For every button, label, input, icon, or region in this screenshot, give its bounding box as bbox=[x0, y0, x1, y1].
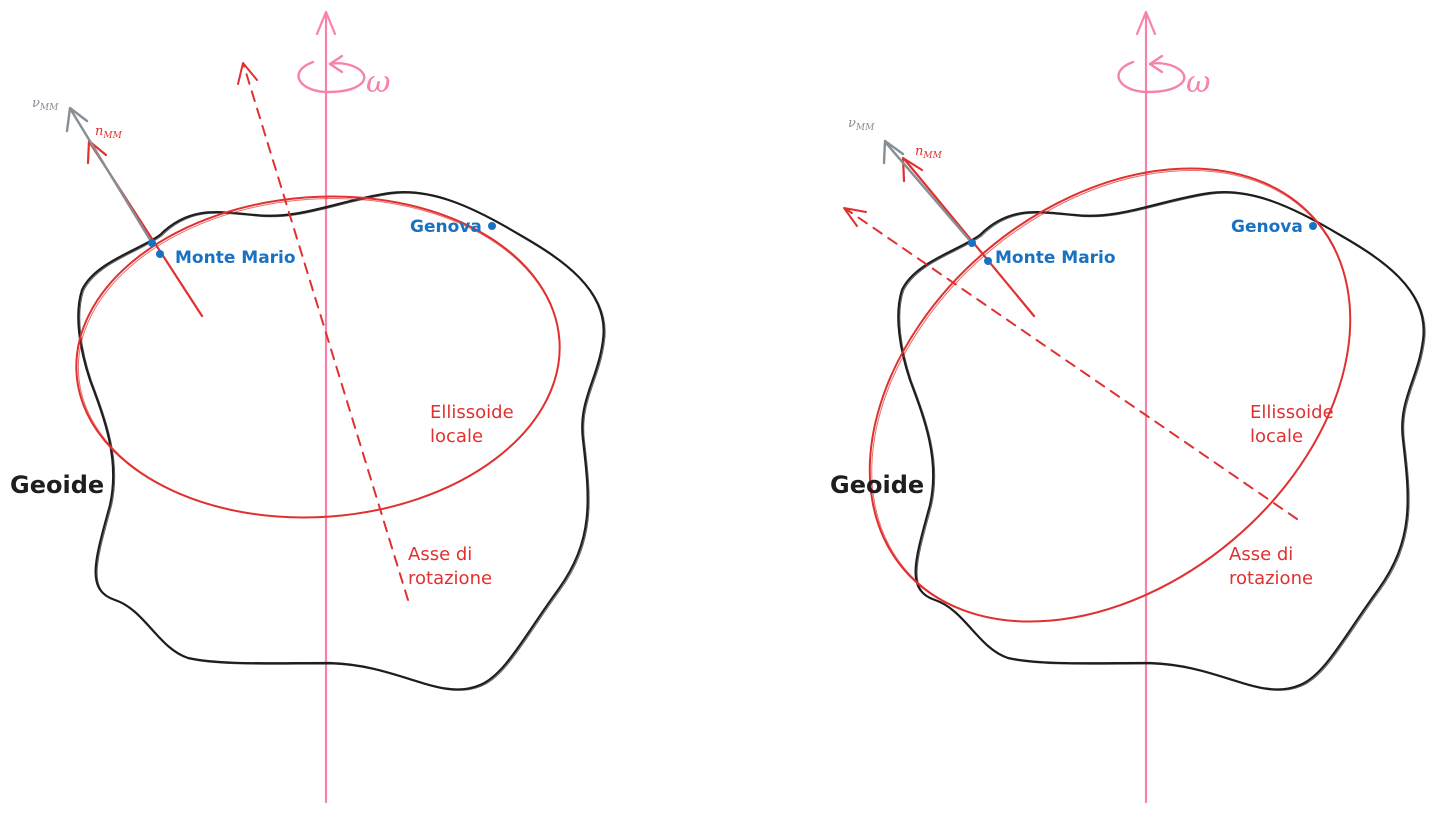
vertical-nu-mm-arrow bbox=[884, 141, 974, 245]
n-mm-label: nMM bbox=[95, 124, 123, 141]
geoid-label: Geoide bbox=[10, 471, 104, 499]
axis-label-line2: rotazione bbox=[1229, 568, 1313, 589]
earth-rotation-axis-arrowhead bbox=[315, 10, 337, 36]
nu-mm-label: νMM bbox=[32, 96, 59, 113]
vertical-nu-mm-arrowhead bbox=[882, 139, 905, 165]
monte-mario-geoid-point bbox=[968, 239, 976, 247]
local-ellipsoid bbox=[868, 167, 1352, 623]
ellipsoid-label-line2: locale bbox=[1250, 426, 1303, 447]
earth-rotation-axis-arrowhead bbox=[1135, 10, 1157, 36]
monte-mario-geoid-point bbox=[148, 239, 156, 247]
genova-point bbox=[488, 222, 496, 230]
geoid-label: Geoide bbox=[830, 471, 924, 499]
vertical-nu-mm-arrow bbox=[69, 108, 154, 245]
panel-right: ω νMM nMM Monte Mario Genova Geoide Elli… bbox=[830, 10, 1426, 804]
ellipsoid-rotation-axis bbox=[243, 65, 409, 601]
n-mm-label: nMM bbox=[915, 144, 943, 161]
normal-n-mm-arrow bbox=[903, 158, 1036, 318]
normal-n-mm-arrowhead bbox=[901, 156, 924, 183]
monte-mario-ellipsoid-point bbox=[984, 257, 992, 265]
ellipsoid-rotation-axis-arrowhead bbox=[237, 62, 258, 85]
omega-label: ω bbox=[1186, 65, 1210, 100]
axis-label-line1: Asse di bbox=[1229, 544, 1293, 565]
axis-label-line2: rotazione bbox=[408, 568, 492, 589]
monte-mario-ellipsoid-point bbox=[156, 250, 164, 258]
rotation-arrow-icon bbox=[297, 54, 366, 94]
nu-mm-label: νMM bbox=[848, 116, 875, 133]
genova-label: Genova bbox=[1231, 217, 1303, 237]
genova-label: Genova bbox=[410, 217, 482, 237]
ellipsoid-rotation-axis-arrowhead bbox=[843, 207, 867, 227]
ellipsoid-label-line1: Ellissoide bbox=[430, 402, 514, 423]
panel-left: ω νMM nMM Monte Mario Genova Geoide Elli… bbox=[10, 10, 606, 804]
axis-label-line1: Asse di bbox=[408, 544, 472, 565]
ellipsoid-rotation-axis bbox=[845, 208, 1298, 520]
monte-mario-label: Monte Mario bbox=[175, 248, 296, 268]
local-ellipsoid bbox=[75, 195, 561, 519]
omega-label: ω bbox=[366, 65, 390, 100]
rotation-arrow-icon bbox=[1117, 54, 1186, 94]
genova-point bbox=[1309, 222, 1317, 230]
ellipsoid-label-line1: Ellissoide bbox=[1250, 402, 1334, 423]
ellipsoid-label-line2: locale bbox=[430, 426, 483, 447]
monte-mario-label: Monte Mario bbox=[995, 248, 1116, 268]
vertical-nu-mm-arrowhead bbox=[65, 106, 89, 133]
